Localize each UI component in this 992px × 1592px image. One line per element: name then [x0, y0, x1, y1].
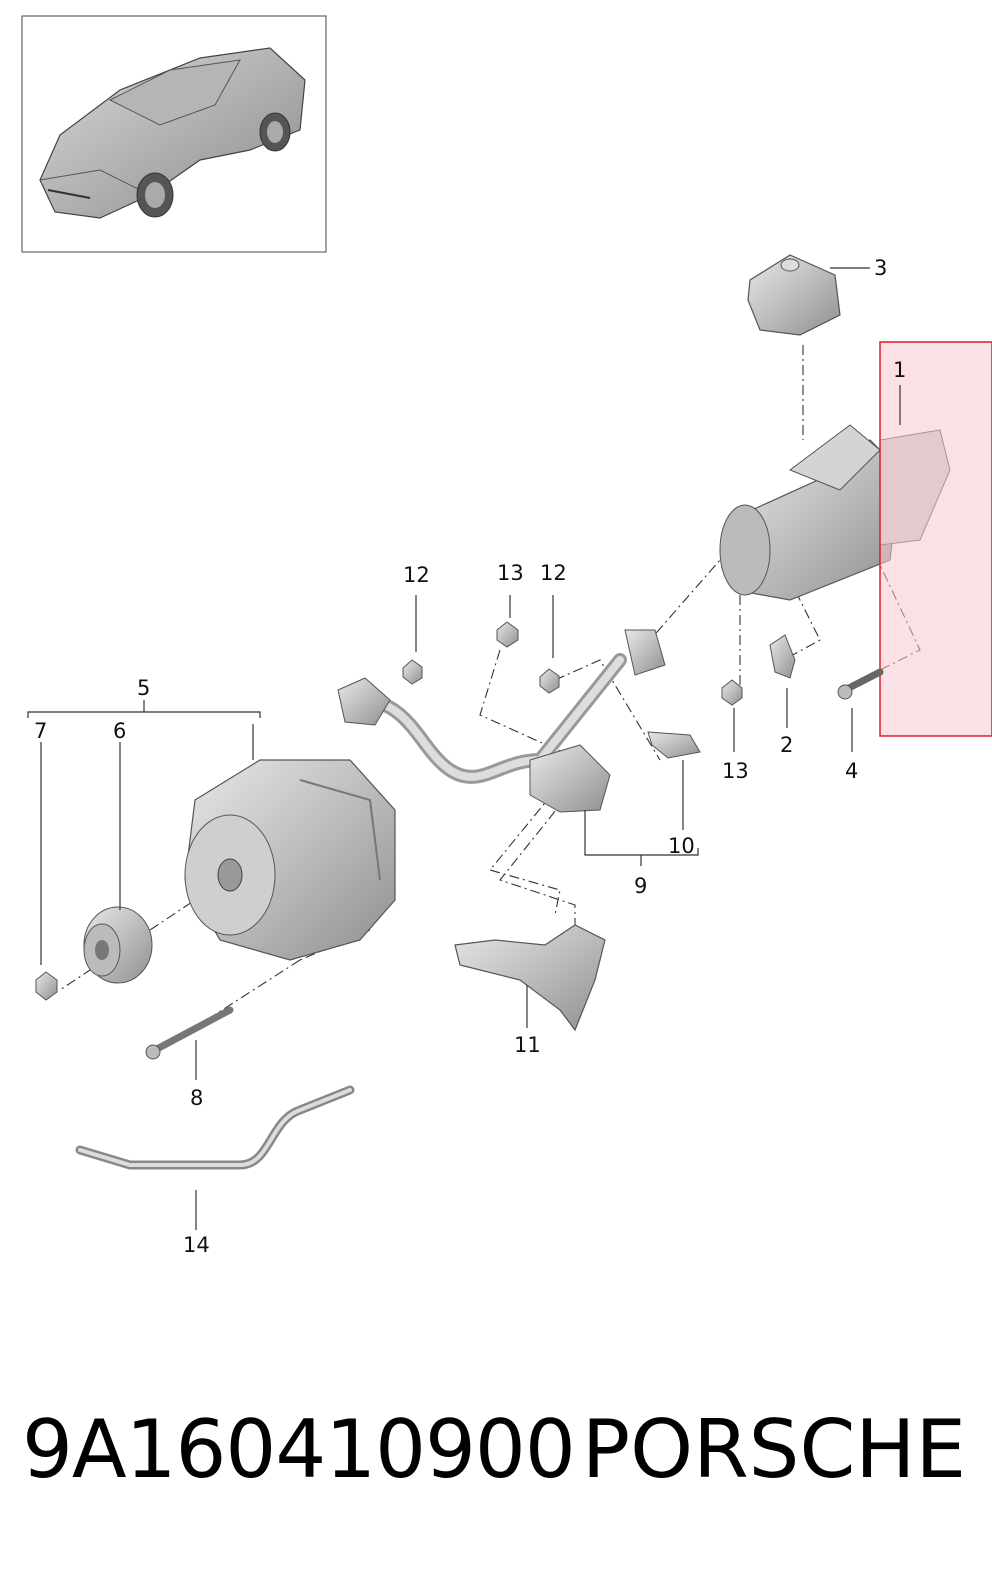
callout-6: 6: [113, 719, 126, 743]
callout-8: 8: [190, 1086, 203, 1110]
part-12a-nut: [402, 659, 423, 685]
callout-5: 5: [137, 676, 150, 700]
callout-11: 11: [514, 1033, 541, 1057]
callout-12a: 12: [403, 563, 430, 587]
brand-name: PORSCHE: [581, 1403, 966, 1496]
callout-4: 4: [845, 759, 858, 783]
part-10-clip: [647, 731, 701, 759]
callout-labels: 1 2 3 4 5 6 7 8 9 10 11 12 13 12 13 14: [34, 256, 906, 1257]
part-2-bracket: [769, 634, 796, 679]
car-illustration: [39, 47, 306, 219]
part-13b-nut: [721, 679, 743, 706]
callout-9: 9: [634, 874, 647, 898]
part-6-pulley: [83, 906, 153, 984]
callout-12b: 12: [540, 561, 567, 585]
part-7-nut: [35, 971, 58, 1001]
part-8-bolt: [145, 1006, 234, 1060]
part-11-bracket: [454, 924, 606, 1032]
callout-leaders: [27, 267, 901, 1230]
part-13a-nut: [496, 621, 519, 648]
footer: 9A160410900 PORSCHE: [0, 1395, 992, 1505]
callout-2: 2: [780, 733, 793, 757]
callout-14: 14: [183, 1233, 210, 1257]
callout-1: 1: [893, 358, 906, 382]
part-14-ground-strap: [75, 1085, 355, 1170]
vehicle-thumbnail: [21, 15, 327, 253]
part-number: 9A160410900: [22, 1403, 576, 1496]
callout-13a: 13: [497, 561, 524, 585]
part-4-bolt: [837, 668, 884, 700]
callout-3: 3: [874, 256, 887, 280]
part-9-wiring-harness: [337, 629, 666, 813]
part-3-cover: [747, 254, 841, 336]
callout-13b: 13: [722, 759, 749, 783]
highlight-box: [879, 341, 992, 737]
part-5-alternator: [184, 759, 396, 961]
callout-7: 7: [34, 719, 47, 743]
callout-10: 10: [668, 834, 695, 858]
part-12b-nut: [539, 668, 560, 694]
